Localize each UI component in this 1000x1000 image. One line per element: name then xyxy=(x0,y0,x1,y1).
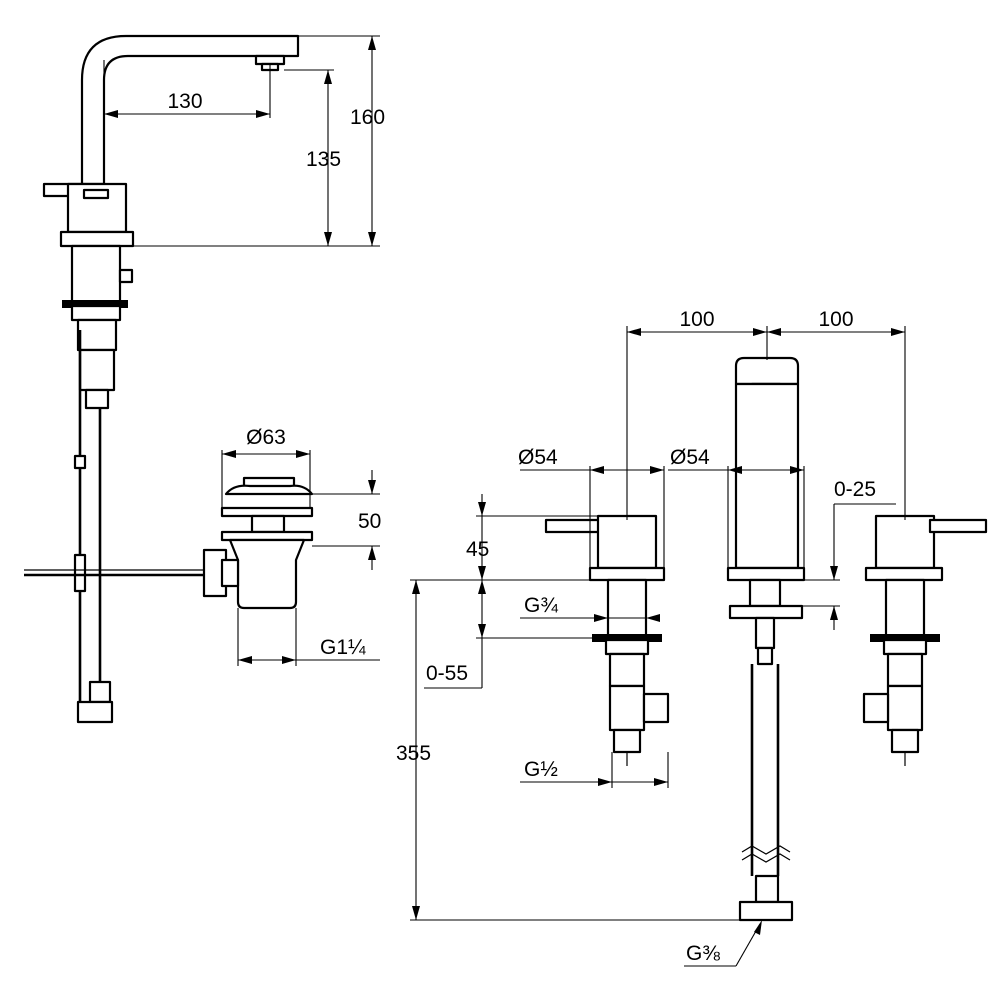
pop-up-rod-stub xyxy=(118,268,134,284)
mixer-body-slot xyxy=(82,188,110,200)
left-handle-valve xyxy=(544,514,670,754)
handle-spacing-right-label: 100 xyxy=(818,308,853,331)
dimension-handle-diameter: Ø54 xyxy=(518,446,665,568)
mixer-shank xyxy=(70,244,122,304)
shank-bottom xyxy=(78,348,116,392)
handle-height-label: 45 xyxy=(466,538,489,561)
spout-outline xyxy=(80,34,300,187)
hose-nut xyxy=(84,388,110,410)
single-lever-mixer-side-view xyxy=(24,34,300,724)
left-valve-elbow xyxy=(608,684,646,732)
aerator xyxy=(254,54,286,66)
dimension-hose-length: 355 xyxy=(396,580,740,921)
right-valve-lower xyxy=(886,652,924,688)
spout-hose-fitting xyxy=(754,874,780,904)
hose-length-label: 355 xyxy=(396,742,431,765)
left-lever xyxy=(544,518,604,534)
handle-diameter-label: Ø54 xyxy=(518,446,558,469)
pop-up-waste xyxy=(202,476,314,610)
right-lever xyxy=(928,518,988,534)
center-lines xyxy=(626,326,906,766)
spout-height-label: 135 xyxy=(306,148,341,171)
spout-diameter-label: Ø54 xyxy=(670,446,710,469)
left-valve-outlet-nut xyxy=(612,728,642,754)
drain-height-label: 50 xyxy=(358,510,381,533)
total-height-label: 160 xyxy=(350,106,385,129)
right-handle-valve xyxy=(862,514,988,754)
dimension-valve-inlet: G¾ xyxy=(520,594,660,622)
shank-lower xyxy=(76,318,118,352)
spout-body xyxy=(734,382,800,570)
dimension-handle-height: 45 xyxy=(410,494,598,581)
spout-hose-nut xyxy=(756,646,774,666)
left-valve-lower xyxy=(608,652,646,688)
left-valve-shank xyxy=(606,578,648,638)
spout-reach-label: 130 xyxy=(167,90,202,113)
drain-diameter-label: Ø63 xyxy=(246,426,286,449)
deck-thickness-label: 0-55 xyxy=(426,662,468,685)
fixing-nut xyxy=(70,304,122,322)
right-valve-side-fitting xyxy=(862,692,890,724)
spout-rosette xyxy=(726,566,806,582)
left-valve-nut xyxy=(604,638,650,656)
left-handle-rosette xyxy=(588,566,666,582)
dimension-deck-thickness: 0-55 xyxy=(424,580,594,689)
spout-hose-break-1 xyxy=(741,845,791,855)
drain-seal xyxy=(220,506,314,518)
spout-shank xyxy=(748,578,782,608)
drain-stem xyxy=(250,514,286,534)
right-handle-body xyxy=(874,514,936,570)
hose-clip-2 xyxy=(73,553,87,593)
valve-outlet-label: G½ xyxy=(524,758,558,781)
spout-threaded-rod xyxy=(754,616,776,650)
mixer-base-rosette xyxy=(59,230,135,248)
spout-hose-end-nut xyxy=(738,900,794,922)
right-handle-rosette xyxy=(864,566,944,582)
dimension-spout-diameter: Ø54 xyxy=(668,446,805,568)
right-valve-elbow xyxy=(886,684,924,732)
dimension-handle-spacing: 100 100 xyxy=(627,308,905,336)
spout-hose-break-2 xyxy=(741,853,791,863)
drain-nut xyxy=(220,530,314,542)
drain-body xyxy=(228,538,306,610)
hose-end-fitting xyxy=(88,680,112,704)
dimension-drain-thread: G1¼ xyxy=(237,608,380,666)
drain-flange xyxy=(224,484,314,496)
hose-end-nut xyxy=(76,700,114,724)
spout-head xyxy=(734,356,800,386)
hose-thread-label: G⅜ xyxy=(686,942,720,965)
spout-height-adjust-label: 0-25 xyxy=(834,478,876,501)
dimension-spout-reach: 130 xyxy=(103,60,271,118)
dimension-spout-adjust: 0-25 xyxy=(802,478,896,630)
hose-clip-1 xyxy=(73,454,87,470)
right-valve-outlet-nut xyxy=(890,728,920,754)
drain-thread-label: G1¼ xyxy=(320,636,366,659)
right-valve-shank xyxy=(884,578,926,638)
dimension-hose-thread: G⅜ xyxy=(684,920,762,967)
dimension-valve-outlet: G½ xyxy=(520,752,669,788)
left-valve-side-fitting xyxy=(642,692,670,724)
dimension-drain-diameter: Ø63 xyxy=(221,426,311,508)
spout-deck-plate xyxy=(728,604,804,620)
center-spout xyxy=(726,356,806,922)
drain-rod-nut xyxy=(220,558,240,588)
valve-inlet-label: G¾ xyxy=(524,594,558,617)
right-valve-nut xyxy=(882,638,928,656)
dimension-drain-height: 50 xyxy=(300,470,381,570)
left-handle-body xyxy=(596,514,658,570)
handle-spacing-left-label: 100 xyxy=(679,308,714,331)
dimension-heights: 160 135 xyxy=(133,35,385,247)
